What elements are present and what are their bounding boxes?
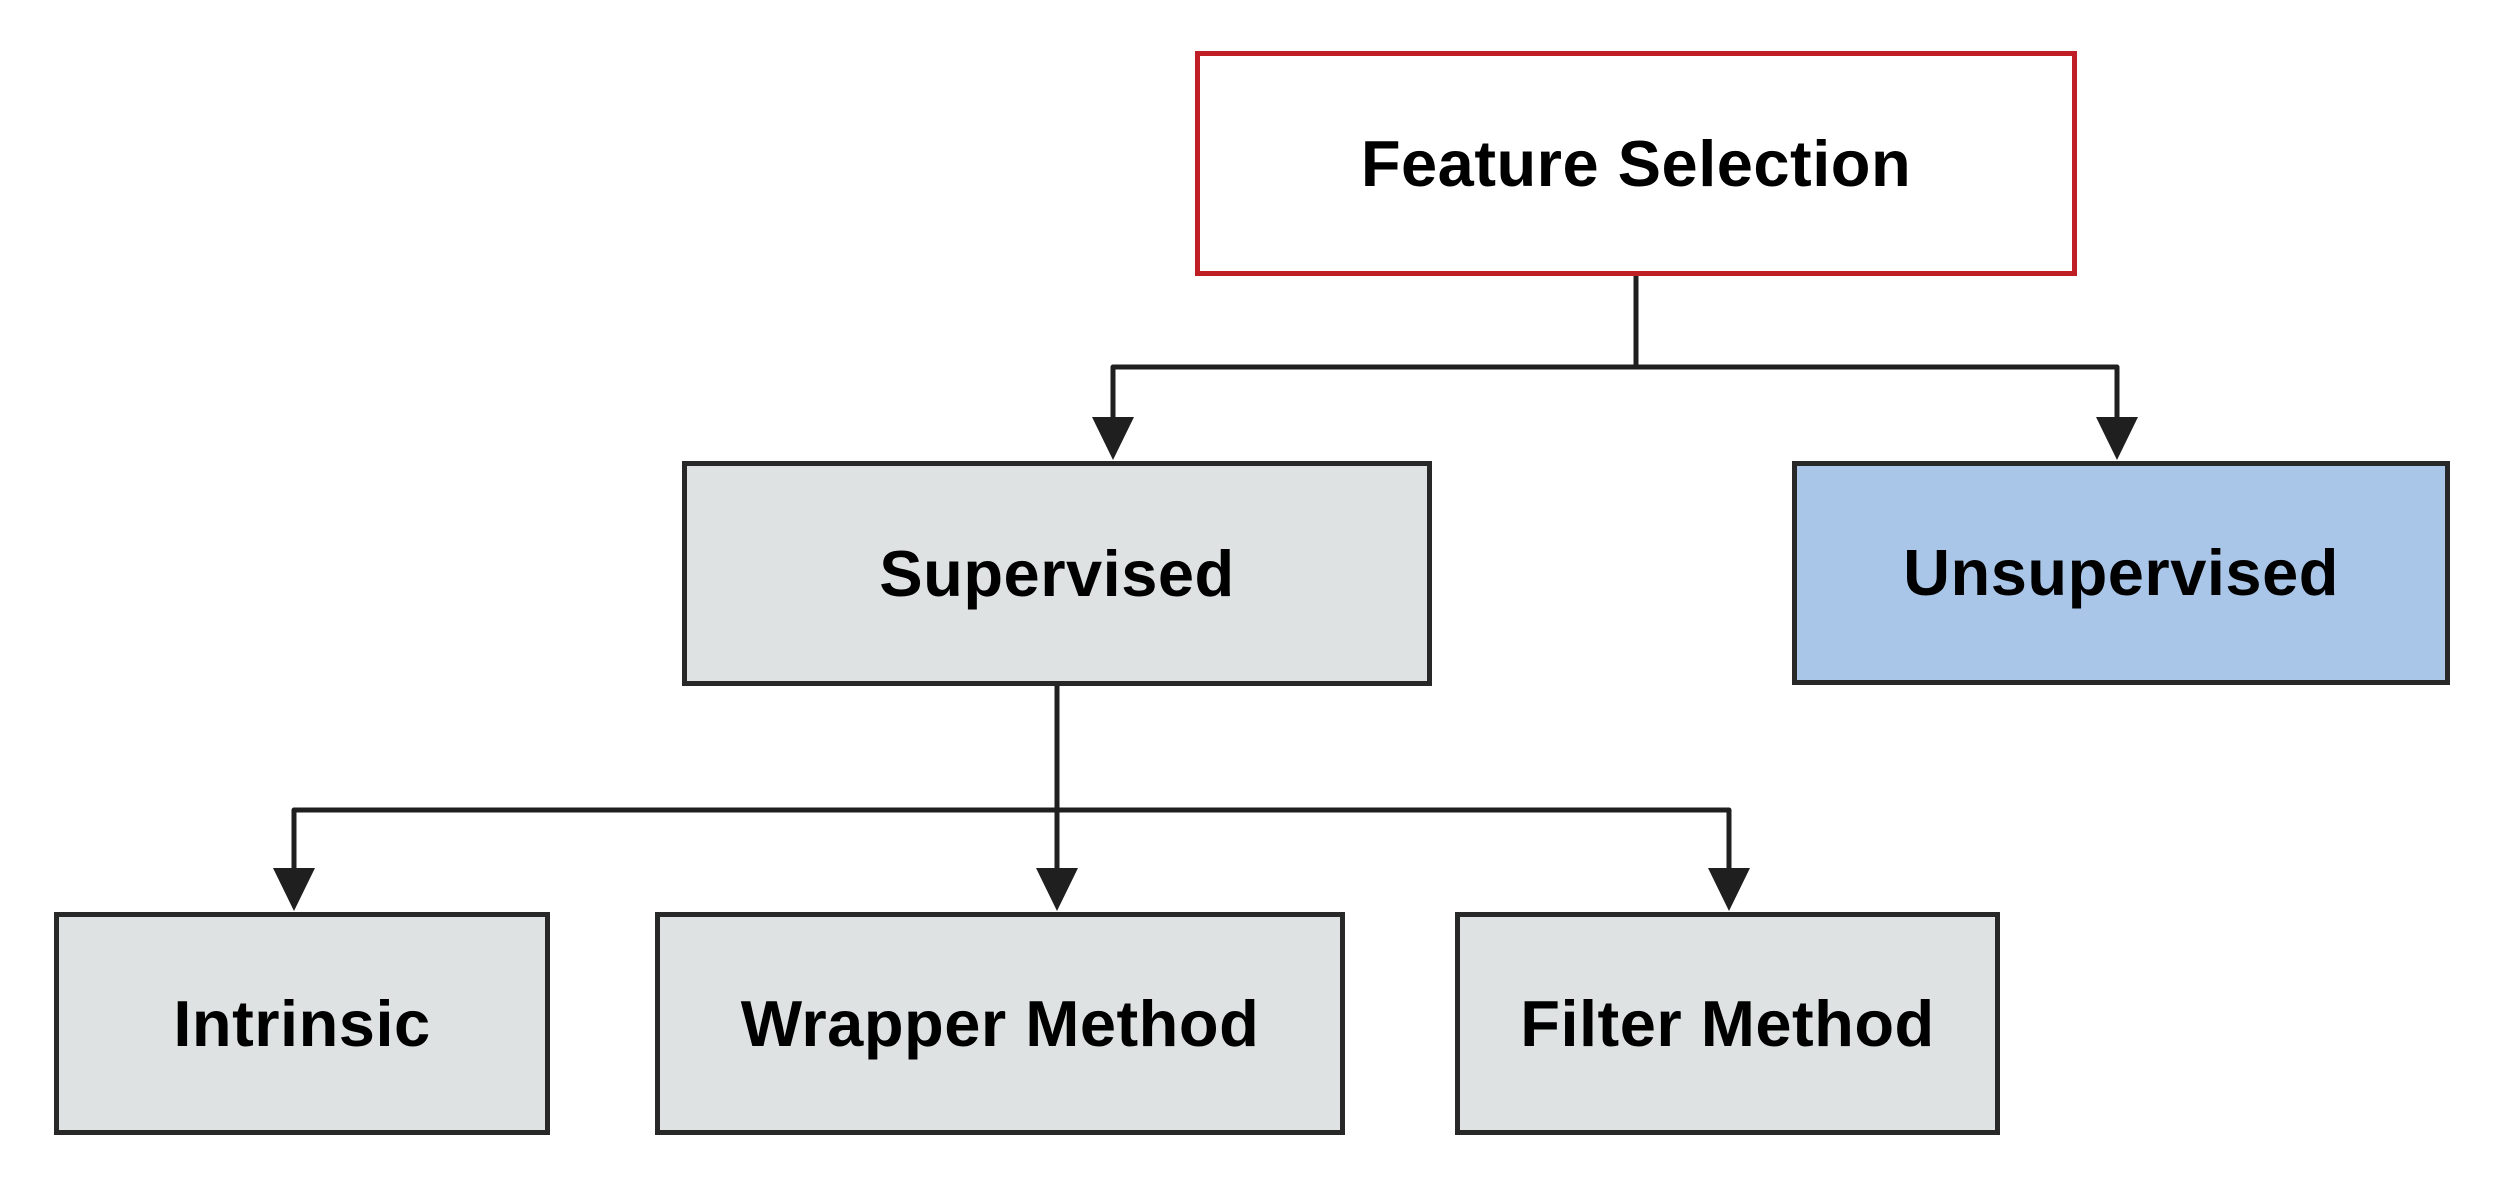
edge-line <box>1633 276 2120 424</box>
node-feature-selection-label: Feature Selection <box>1360 126 1912 200</box>
node-feature-selection: Feature Selection <box>1195 51 2077 276</box>
node-filter-method: Filter Method <box>1455 912 2000 1135</box>
arrowhead-down-icon <box>1708 868 1750 911</box>
arrowhead-down-icon <box>1092 417 1134 460</box>
edge-line <box>1054 686 1732 872</box>
node-intrinsic-label: Intrinsic <box>173 986 431 1060</box>
edge-root-to-supervised <box>1092 276 1639 460</box>
node-intrinsic: Intrinsic <box>54 912 550 1135</box>
node-filter-method-label: Filter Method <box>1520 986 1935 1060</box>
arrowhead-down-icon <box>1036 868 1078 911</box>
node-supervised: Supervised <box>682 461 1432 686</box>
node-unsupervised-label: Unsupervised <box>1903 536 2339 610</box>
edge-supervised-to-intrinsic <box>273 686 1060 911</box>
node-unsupervised: Unsupervised <box>1792 461 2450 685</box>
edge-supervised-to-filter <box>1054 686 1750 911</box>
edge-line <box>291 686 1060 872</box>
node-wrapper-method-label: Wrapper Method <box>740 986 1260 1060</box>
arrowhead-down-icon <box>2096 417 2138 460</box>
edge-line <box>1110 276 1639 424</box>
arrowhead-down-icon <box>273 868 315 911</box>
node-wrapper-method: Wrapper Method <box>655 912 1345 1135</box>
edge-root-to-unsupervised <box>1633 276 2138 460</box>
edge-supervised-to-wrapper <box>1036 686 1078 911</box>
node-supervised-label: Supervised <box>879 536 1235 610</box>
